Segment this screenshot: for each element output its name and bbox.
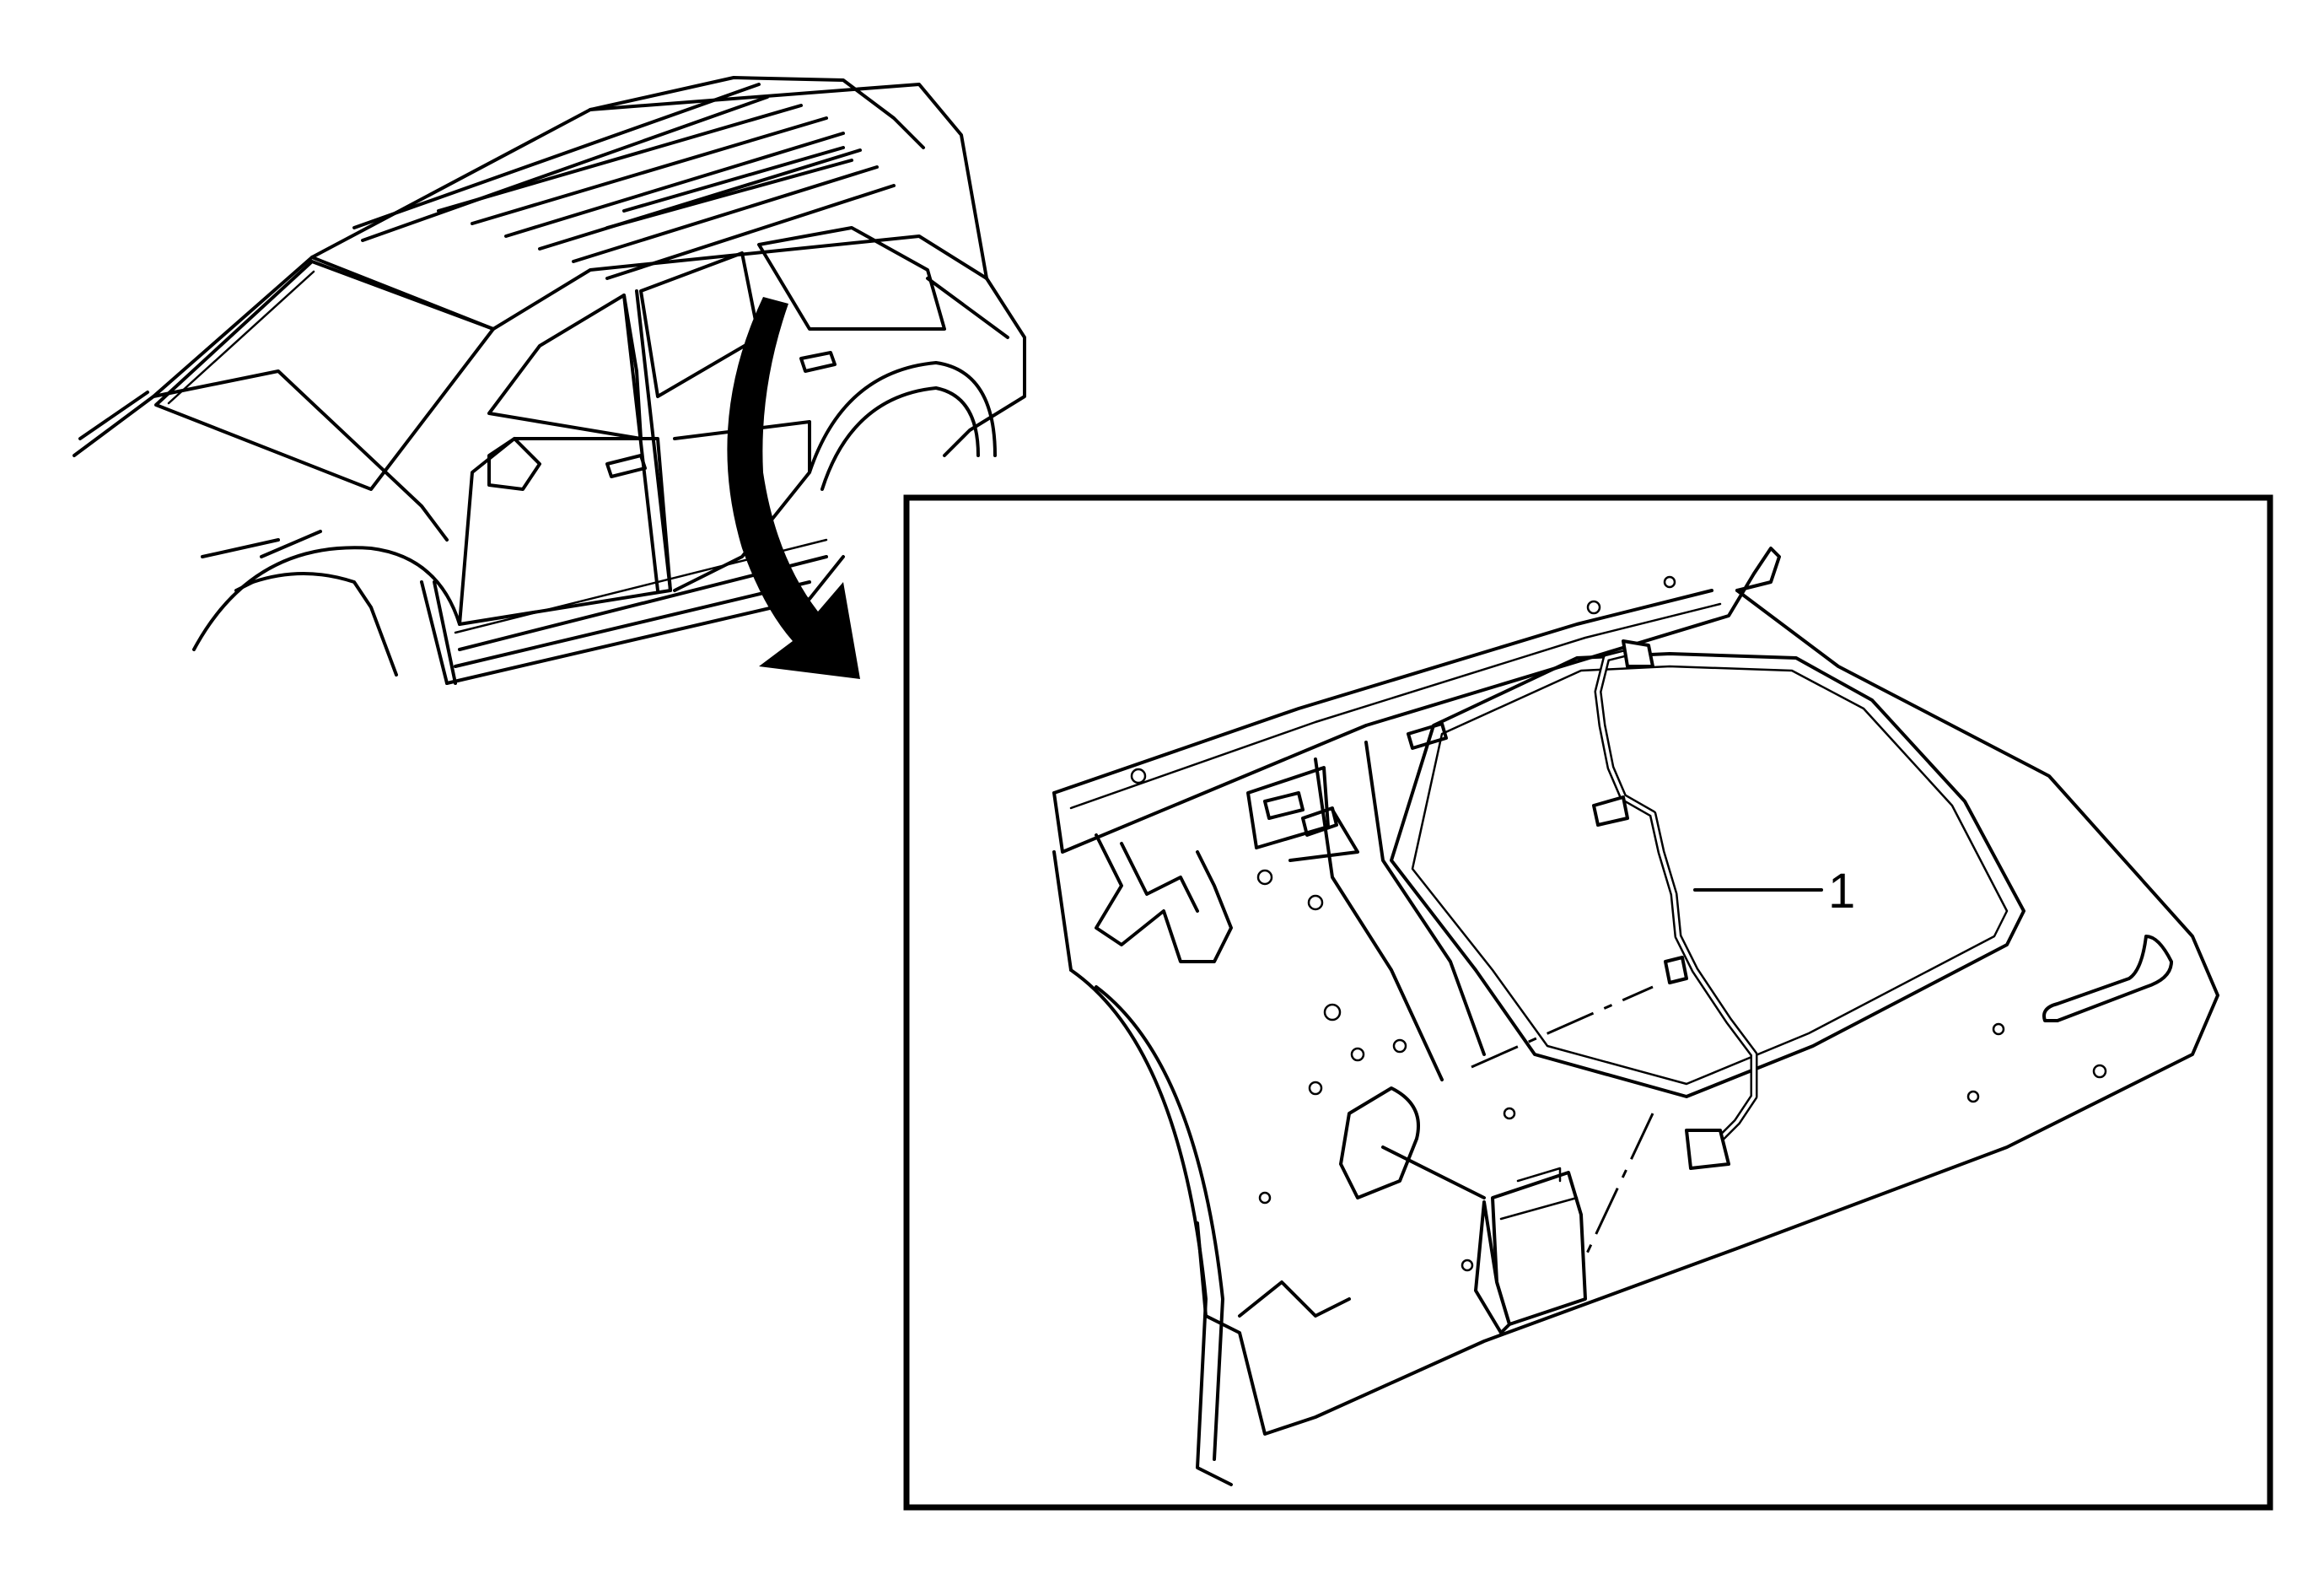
quarter-panel-detail (1052, 547, 2219, 1486)
vehicle-overview-illustration (73, 76, 1026, 685)
detail-inset-frame (903, 494, 2273, 1511)
curved-arrow-icon (727, 297, 860, 679)
electronic-module (1474, 1167, 1587, 1334)
install-phantom-line (1381, 1145, 1486, 1199)
install-phantom-line (1471, 985, 1654, 1069)
callout-label-1: 1 (1828, 864, 1855, 919)
install-phantom-line (1584, 1113, 1654, 1258)
wiring-harness (1592, 639, 1758, 1170)
